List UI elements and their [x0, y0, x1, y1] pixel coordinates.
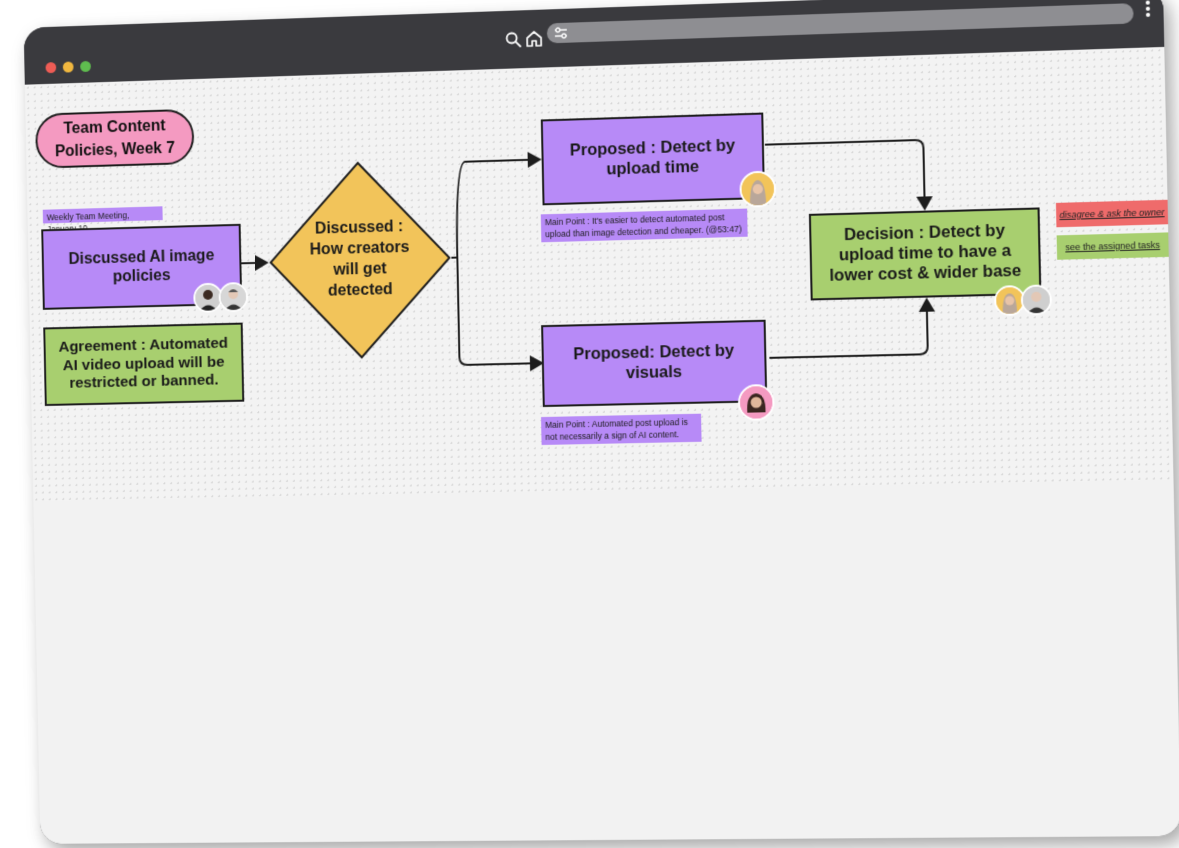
settings-sliders-icon[interactable] [553, 26, 569, 41]
arrow-visuals-to-decision [768, 300, 928, 358]
proposed-upload-label: Proposed : Detect by upload time [561, 136, 744, 181]
arrow-diamond-to-upload [449, 159, 541, 257]
whiteboard-canvas[interactable]: Team Content Policies, Week 7 Weekly Tea… [25, 47, 1179, 844]
proposed-upload-node[interactable]: Proposed : Detect by upload time [541, 113, 765, 206]
agreement-node-label: Agreement : Automated AI video upload wi… [55, 335, 232, 394]
maximize-window-button[interactable] [80, 61, 91, 72]
minimize-window-button[interactable] [63, 61, 74, 72]
discussed-ai-node-label: Discussed AI image policies [57, 246, 226, 288]
close-window-button[interactable] [46, 62, 57, 73]
arrow-upload-to-decision [765, 140, 925, 213]
arrow-diamond-to-visuals [457, 255, 542, 365]
search-icon[interactable] [504, 30, 522, 49]
board-title-label[interactable]: Team Content Policies, Week 7 [35, 109, 195, 169]
agreement-node[interactable]: Agreement : Automated AI video upload wi… [43, 323, 244, 406]
home-icon[interactable] [525, 30, 543, 49]
address-bar[interactable] [547, 3, 1134, 43]
proposed-upload-note[interactable]: Main Point : It's easier to detect autom… [541, 209, 748, 243]
proposed-visuals-note[interactable]: Main Point : Automated post upload is no… [541, 414, 702, 445]
proposed-visuals-node[interactable]: Proposed: Detect by visuals [541, 320, 767, 407]
kebab-menu-icon[interactable] [1145, 0, 1152, 21]
disagree-ask-owner-link[interactable]: disagree & ask the owner [1056, 200, 1168, 228]
arrow-discussed-to-diamond [239, 263, 266, 264]
discussed-detection-diamond[interactable]: Discussed : How creators will get detect… [267, 158, 454, 361]
canvas-empty-area [33, 480, 1179, 844]
proposed-visuals-label: Proposed: Detect by visuals [561, 342, 746, 386]
browser-window: Team Content Policies, Week 7 Weekly Tea… [24, 0, 1179, 844]
diamond-label: Discussed : How creators will get detect… [305, 217, 415, 302]
decision-node-label: Decision : Detect by upload time to have… [821, 221, 1028, 286]
assigned-tasks-link[interactable]: see the assigned tasks [1057, 232, 1169, 259]
